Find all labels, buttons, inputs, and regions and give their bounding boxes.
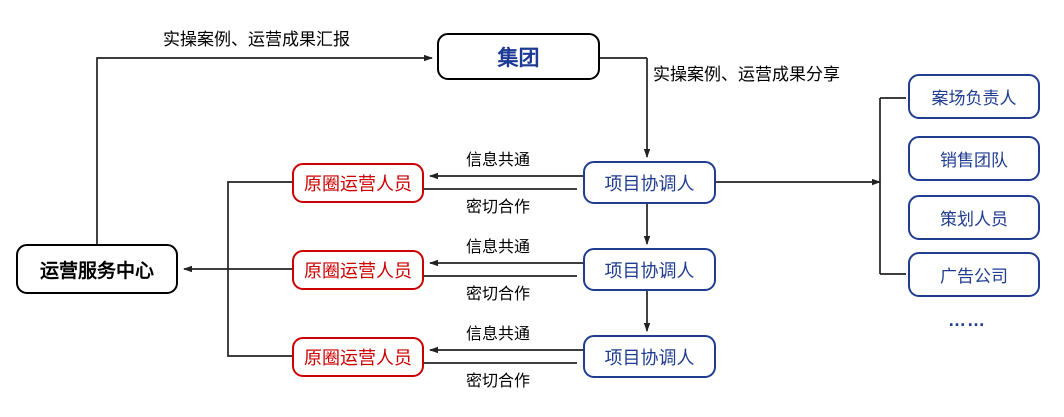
- node-coordinator-2-label: 项目协调人: [604, 260, 695, 281]
- node-site-manager[interactable]: 案场负责人: [908, 74, 1040, 119]
- edge-label-share-from-group: 实操案例、运营成果分享: [653, 65, 840, 84]
- node-ad-agency[interactable]: 广告公司: [908, 252, 1040, 297]
- node-coordinator-3-label: 项目协调人: [604, 347, 695, 368]
- edge-label-row1-top: 信息共通: [466, 152, 531, 169]
- edge-label-row3-top: 信息共通: [466, 326, 531, 343]
- node-service-center[interactable]: 运营服务中心: [16, 244, 178, 294]
- node-original-operator-3[interactable]: 原圈运营人员: [292, 337, 424, 377]
- edge-label-row2-top: 信息共通: [466, 239, 531, 256]
- node-original-operator-3-label: 原圈运营人员: [304, 348, 412, 368]
- node-ad-agency-label: 广告公司: [940, 267, 1008, 286]
- node-coordinator-2[interactable]: 项目协调人: [583, 248, 716, 291]
- node-planning-staff-label: 策划人员: [940, 210, 1008, 229]
- node-service-center-label: 运营服务中心: [39, 260, 154, 282]
- node-sales-team-label: 销售团队: [940, 151, 1008, 170]
- node-sales-team[interactable]: 销售团队: [908, 136, 1040, 181]
- node-coordinator-3[interactable]: 项目协调人: [583, 335, 716, 378]
- edge-label-report-to-group: 实操案例、运营成果汇报: [163, 30, 350, 49]
- edge-label-row3-bottom: 密切合作: [466, 373, 531, 390]
- node-planning-staff[interactable]: 策划人员: [908, 195, 1040, 240]
- node-group-label: 集团: [497, 46, 540, 70]
- node-original-operator-2[interactable]: 原圈运营人员: [292, 250, 424, 290]
- right-column-ellipsis: ……: [948, 310, 986, 330]
- node-coordinator-1-label: 项目协调人: [604, 173, 695, 194]
- node-original-operator-2-label: 原圈运营人员: [304, 261, 412, 281]
- node-original-operator-1[interactable]: 原圈运营人员: [292, 163, 424, 203]
- node-group[interactable]: 集团: [437, 33, 600, 80]
- node-site-manager-label: 案场负责人: [931, 89, 1017, 108]
- edge-label-row1-bottom: 密切合作: [466, 199, 531, 216]
- node-coordinator-1[interactable]: 项目协调人: [583, 161, 716, 204]
- node-original-operator-1-label: 原圈运营人员: [304, 174, 412, 194]
- edge-label-row2-bottom: 密切合作: [466, 286, 531, 303]
